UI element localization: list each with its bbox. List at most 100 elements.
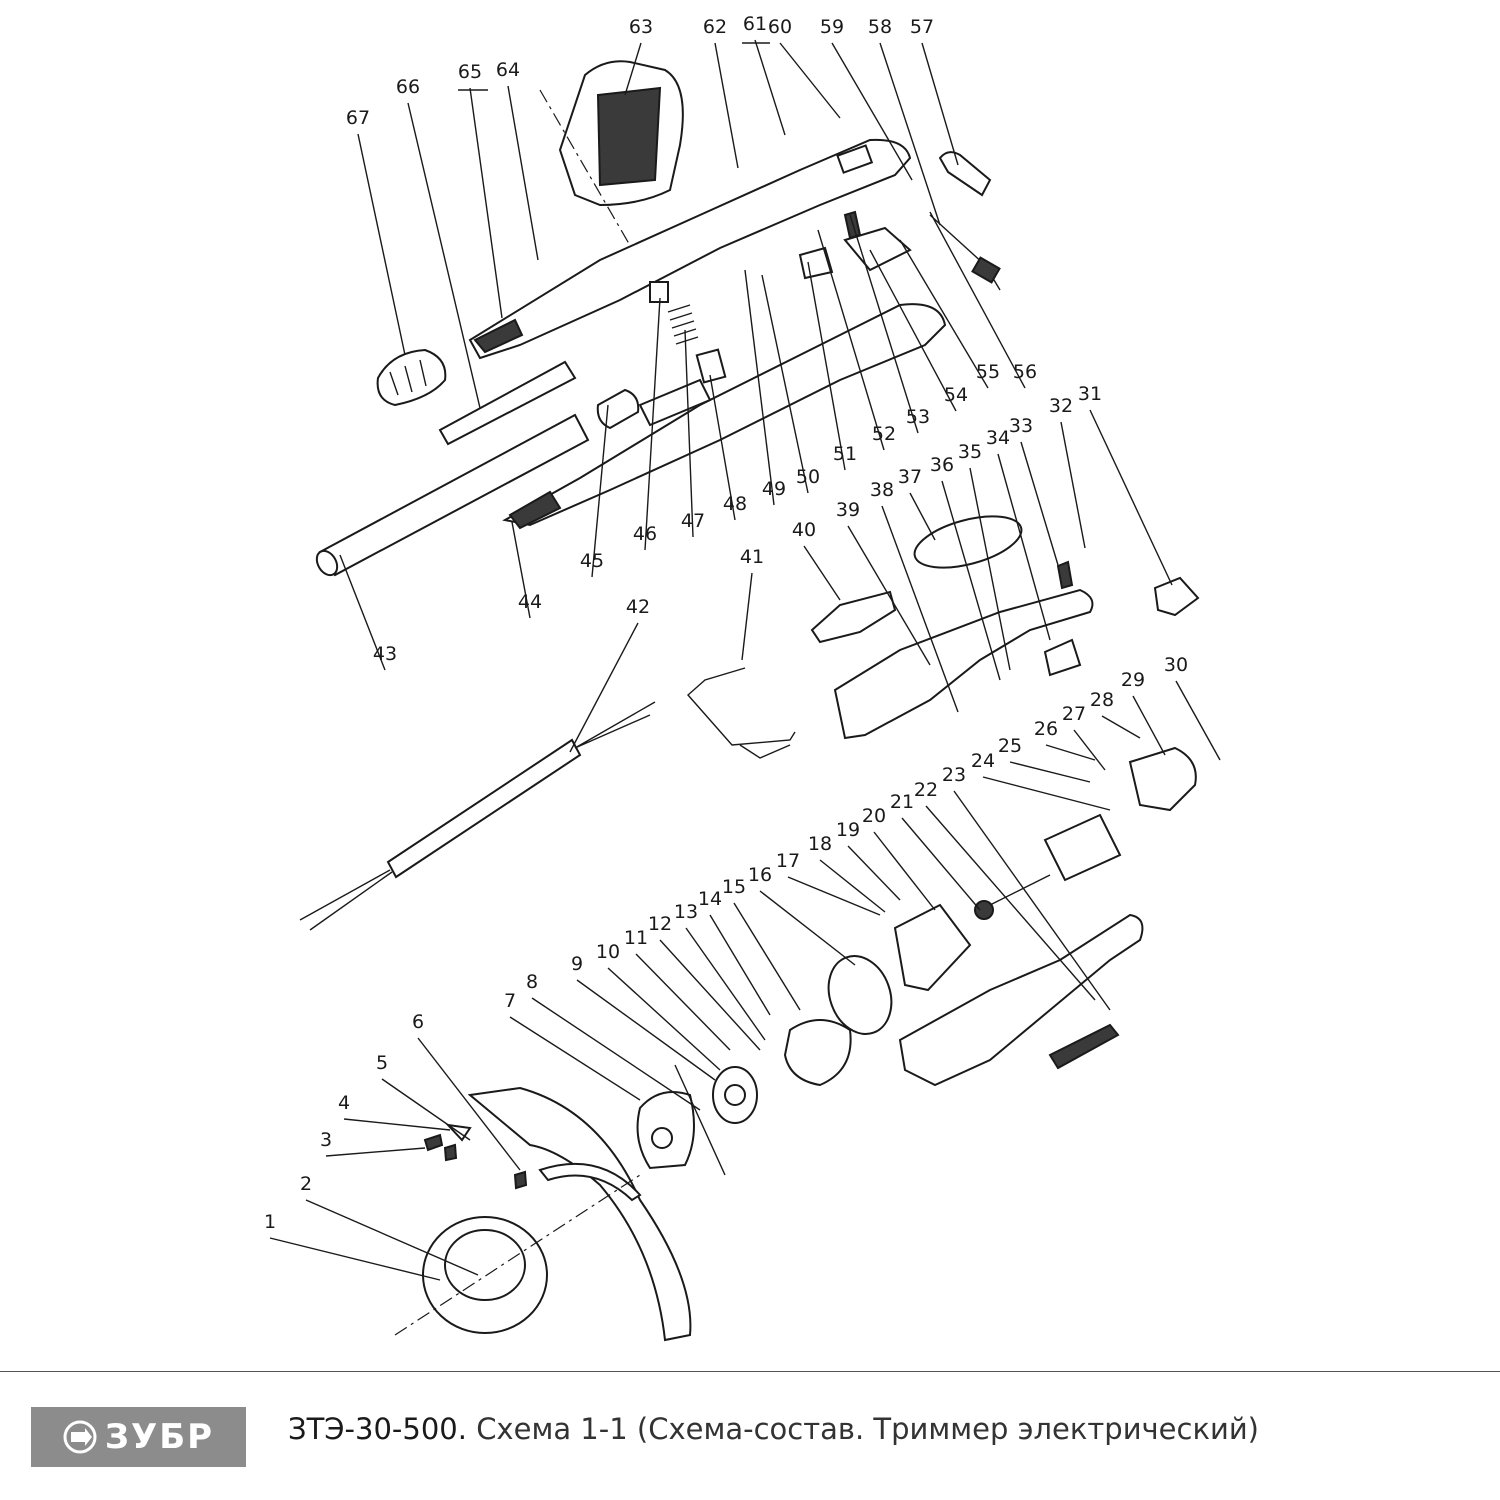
part-label-48: 48 [723,493,747,515]
leader-line-55 [899,239,989,389]
leader-line-54 [869,249,957,412]
leader-line-8 [531,997,701,1111]
leader-line-50 [761,274,809,494]
leader-line-37 [909,492,936,541]
part-label-67: 67 [346,107,370,129]
parts-drawing [299,60,1200,1342]
leader-line-16 [759,890,856,966]
leader-line-56 [929,211,1026,389]
leader-line-65 [469,87,503,319]
part-label-10: 10 [596,941,620,963]
housing-half-23 [898,913,1144,1087]
part-label-40: 40 [792,519,816,541]
part-label-26: 26 [1034,718,1058,740]
part-label-28: 28 [1090,689,1114,711]
part-label-16: 16 [748,864,772,886]
model-name: ЗТЭ-30-500. [288,1412,467,1446]
leader-line-13 [685,927,766,1041]
tube-66 [438,360,577,446]
leader-line-17 [787,876,881,916]
part-label-5: 5 [376,1052,388,1074]
part-label-34: 34 [986,427,1010,449]
part-label-21: 21 [890,791,914,813]
leader-line-51 [807,261,846,471]
part-label-66: 66 [396,76,420,98]
part-label-30: 30 [1164,654,1188,676]
part-label-19: 19 [836,819,860,841]
part-label-35: 35 [958,441,982,463]
leader-line-39 [847,525,931,666]
plug-57 [929,151,1001,291]
leader-line-27 [1073,729,1106,771]
zubr-arrow-icon [63,1420,97,1454]
leader-line-23 [953,790,1111,1011]
leader-line-58 [879,42,941,226]
leader-line-22 [925,805,1096,1001]
main-tube-43 [315,413,590,577]
leader-line-30 [1175,680,1221,761]
leader-line-14 [709,914,771,1016]
part-label-65: 65 [458,61,482,83]
leader-line-61 [754,39,786,136]
switch-block-53 [798,210,912,280]
part-label-60: 60 [768,16,792,38]
leader-lines [269,39,1221,1281]
part-label-56: 56 [1013,361,1037,383]
part-label-53: 53 [906,406,930,428]
part-label-47: 47 [681,510,705,532]
part-label-38: 38 [870,479,894,501]
leader-line-33 [1020,441,1059,566]
part-label-54: 54 [944,384,968,406]
part-label-18: 18 [808,833,832,855]
lower-housing-54 [502,303,947,530]
leader-line-12 [659,939,761,1051]
leader-line-48 [709,374,736,521]
part-label-27: 27 [1062,703,1086,725]
leader-line-3 [325,1147,426,1157]
leader-line-57 [921,42,959,166]
leader-line-26 [1045,744,1096,761]
diagram-description: Схема 1-1 (Схема-состав. Триммер электри… [476,1412,1259,1446]
guard-6 [467,1086,692,1342]
leader-line-59 [831,42,913,181]
fan-16 [783,955,893,1087]
part-label-50: 50 [796,466,820,488]
leader-line-31 [1089,409,1173,586]
upper-handle-63 [539,60,684,281]
leader-line-53 [849,214,919,434]
part-label-14: 14 [698,888,722,910]
part-label-8: 8 [526,971,538,993]
part-label-55: 55 [976,361,1000,383]
leader-line-60 [779,42,841,119]
part-label-44: 44 [518,591,542,613]
part-label-25: 25 [998,735,1022,757]
part-label-43: 43 [373,643,397,665]
part-label-15: 15 [722,876,746,898]
knob-67 [376,348,447,407]
part-label-51: 51 [833,443,857,465]
leader-line-63 [624,42,642,96]
leader-line-21 [901,817,981,911]
part-label-11: 11 [624,927,648,949]
motor-housing-39 [833,515,1094,740]
part-label-46: 46 [633,523,657,545]
bearing-10 [712,1066,758,1124]
leader-line-6 [417,1037,521,1171]
part-label-4: 4 [338,1092,350,1114]
leader-line-9 [576,979,716,1081]
cable-42 [299,701,656,931]
part-label-22: 22 [914,779,938,801]
part-label-61: 61 [743,13,767,35]
leader-line-52 [817,229,885,451]
part-label-42: 42 [626,596,650,618]
leader-line-1 [269,1237,441,1281]
brand-logo: ЗУБР [31,1407,246,1467]
leader-line-67 [357,133,406,356]
footer-divider [0,1371,1500,1372]
coupling-45 [596,388,640,430]
cover-40 [810,590,897,644]
leader-line-7 [509,1016,641,1101]
leader-line-11 [635,953,731,1051]
leader-line-36 [941,480,1001,681]
part-label-1: 1 [264,1211,276,1233]
